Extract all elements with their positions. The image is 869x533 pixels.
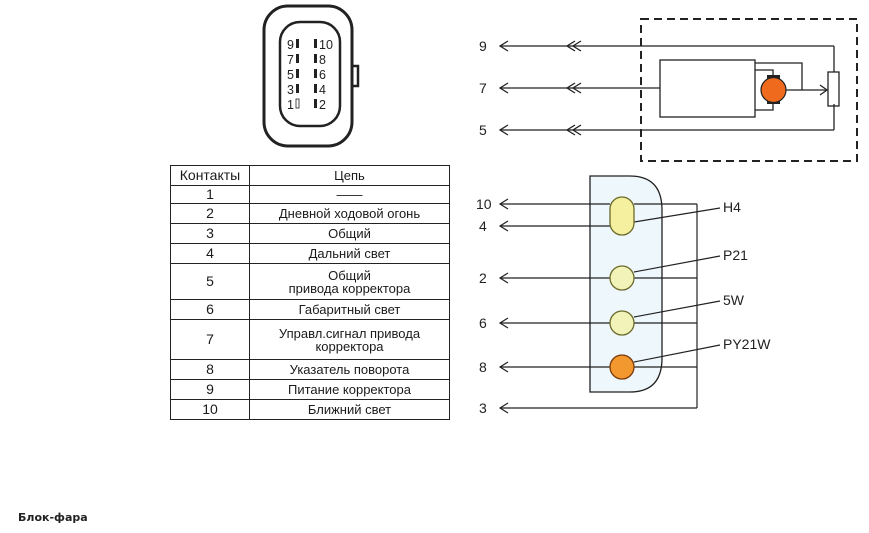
pin-number: 7	[170, 319, 250, 360]
circuit-name: Общий привода корректора	[249, 263, 450, 300]
lamp-label-h4: H4	[723, 199, 741, 215]
lamp-label-py21w: PY21W	[723, 336, 771, 352]
pin-9-icon	[296, 39, 299, 48]
wire-label-5: 5	[479, 122, 487, 138]
corrector-housing-dashed	[640, 18, 858, 162]
pin-number: 4	[170, 243, 250, 264]
motor-icon	[760, 75, 787, 104]
lamp-p21-icon	[609, 265, 635, 291]
pin-label-10: 10	[319, 38, 333, 52]
wire-label-4: 4	[479, 218, 487, 234]
connector-pins: 9 7 5 3 1 10 8 6 4 2	[287, 38, 333, 112]
header-contacts: Контакты	[170, 165, 250, 186]
pin-number: 8	[170, 359, 250, 380]
pin-number: 9	[170, 379, 250, 400]
wire-label-2: 2	[479, 270, 487, 286]
pin-8-icon	[314, 54, 317, 63]
pin-label-2: 2	[319, 98, 326, 112]
lamp-label-5w: 5W	[723, 292, 745, 308]
lamp-diagram	[498, 175, 721, 414]
wire-label-3: 3	[479, 400, 487, 416]
circuit-name: Ближний свет	[249, 399, 450, 420]
lamp-h4-icon	[609, 196, 635, 236]
circuit-name: ——	[249, 185, 450, 204]
circuit-name: Питание корректора	[249, 379, 450, 400]
pin-label-7: 7	[287, 53, 294, 67]
pin-number: 1	[170, 185, 250, 204]
pin-4-icon	[314, 84, 317, 93]
control-unit-box	[659, 59, 756, 118]
pin-3-icon	[296, 84, 299, 93]
connector-outline	[262, 4, 360, 148]
wire-label-6: 6	[479, 315, 487, 331]
pin-label-9: 9	[287, 38, 294, 52]
pin-number: 3	[170, 223, 250, 244]
pin-label-8: 8	[319, 53, 326, 67]
pin-1-empty-icon	[295, 98, 300, 109]
pin-number: 2	[170, 203, 250, 224]
pin-number: 6	[170, 299, 250, 320]
circuit-name: Габаритный свет	[249, 299, 450, 320]
pin-2-icon	[314, 99, 317, 108]
pin-number: 10	[170, 399, 250, 420]
circuit-name: Управл.сигнал привода корректора	[249, 319, 450, 360]
potentiometer-icon	[827, 71, 840, 107]
pin-label-4: 4	[319, 83, 326, 97]
table-row: 1——	[170, 185, 450, 204]
circuit-name: Указатель поворота	[249, 359, 450, 380]
pin-7-icon	[296, 54, 299, 63]
pin-number: 5	[170, 263, 250, 300]
table-header-row: Контакты Цепь	[170, 165, 450, 186]
wire-label-7: 7	[479, 80, 487, 96]
pin-label-1: 1	[287, 98, 294, 112]
figure-caption: Блок-фара	[18, 511, 88, 524]
circuit-name: Дневной ходовой огонь	[249, 203, 450, 224]
corrector-diagram	[498, 18, 858, 162]
header-circuit: Цепь	[249, 165, 450, 186]
pin-label-5: 5	[287, 68, 294, 82]
pin-5-icon	[296, 69, 299, 78]
wire-label-10: 10	[476, 196, 492, 212]
wire-label-9: 9	[479, 38, 487, 54]
wire-label-8: 8	[479, 359, 487, 375]
circuit-name: Дальний свет	[249, 243, 450, 264]
lamp-py21w-icon	[609, 354, 635, 380]
pin-10-icon	[314, 39, 317, 48]
lamp-5w-icon	[609, 310, 635, 336]
pin-label-6: 6	[319, 68, 326, 82]
circuit-name: Общий	[249, 223, 450, 244]
pin-6-icon	[314, 69, 317, 78]
lamp-label-p21: P21	[723, 247, 748, 263]
pin-label-3: 3	[287, 83, 294, 97]
